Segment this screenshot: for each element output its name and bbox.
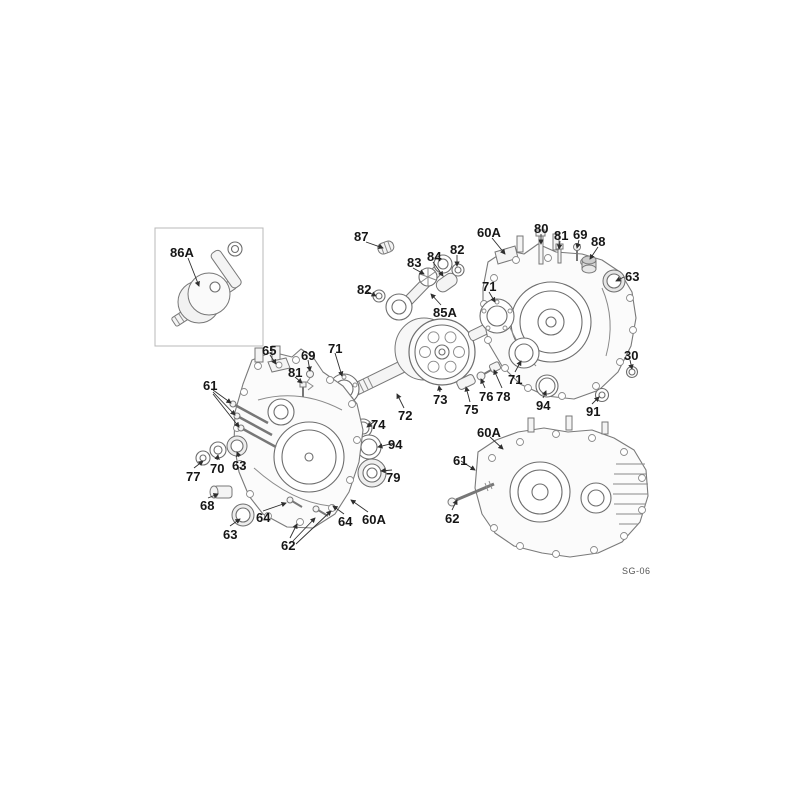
leader-line bbox=[514, 360, 522, 373]
leader-line bbox=[294, 376, 303, 384]
part-label-71-24: 71 bbox=[328, 341, 343, 356]
leader-line bbox=[212, 389, 232, 404]
part-label-69-22: 69 bbox=[301, 348, 316, 363]
crankcase-left-half bbox=[233, 345, 364, 529]
part-label-61-25: 61 bbox=[203, 378, 218, 393]
leader-line bbox=[214, 454, 220, 461]
crank-pin-84 bbox=[435, 272, 458, 293]
leader-line bbox=[491, 237, 506, 255]
part-label-88-11: 88 bbox=[591, 234, 606, 249]
leader-line bbox=[332, 505, 345, 515]
leader-line bbox=[556, 240, 563, 250]
leader-line bbox=[193, 460, 204, 469]
leader-line bbox=[628, 359, 634, 370]
leader-line bbox=[292, 517, 316, 542]
leader-line bbox=[262, 501, 287, 512]
screw-64-a bbox=[286, 496, 303, 508]
leader-line bbox=[493, 369, 503, 389]
part-label-82-5: 82 bbox=[450, 242, 465, 257]
part-label-77-31: 77 bbox=[186, 469, 201, 484]
crankshaft-and-primary-gear bbox=[351, 317, 502, 396]
part-label-73-27: 73 bbox=[433, 392, 448, 407]
part-label-94-16: 94 bbox=[536, 398, 551, 413]
leader-line bbox=[350, 499, 369, 513]
leader-line bbox=[432, 261, 444, 277]
part-label-76-18: 76 bbox=[479, 389, 494, 404]
part-label-75-17: 75 bbox=[464, 402, 479, 417]
part-label-81-9: 81 bbox=[554, 228, 569, 243]
leader-line bbox=[489, 436, 504, 450]
part-label-60a-7: 60A bbox=[477, 225, 501, 240]
part-label-86a-0: 86A bbox=[170, 245, 194, 260]
part-label-78-19: 78 bbox=[496, 389, 511, 404]
part-label-71-15: 71 bbox=[508, 372, 523, 387]
leader-line bbox=[488, 291, 496, 303]
part-label-63-33: 63 bbox=[232, 458, 247, 473]
leader-line bbox=[295, 510, 332, 545]
leader-line bbox=[366, 420, 376, 428]
part-label-83-3: 83 bbox=[407, 255, 422, 270]
crankcase-right-lower bbox=[447, 415, 649, 558]
leader-line bbox=[269, 354, 277, 365]
part-label-64-36: 64 bbox=[256, 510, 271, 525]
leader-line bbox=[460, 460, 476, 471]
part-label-68-34: 68 bbox=[200, 498, 215, 513]
part-label-94-29: 94 bbox=[388, 437, 403, 452]
part-label-81-23: 81 bbox=[288, 365, 303, 380]
part-label-80-8: 80 bbox=[534, 221, 549, 236]
part-label-72-26: 72 bbox=[398, 408, 413, 423]
leader-line bbox=[187, 257, 200, 287]
bolt-81-left bbox=[299, 381, 307, 397]
leader-line bbox=[365, 290, 377, 297]
part-label-64-38: 64 bbox=[338, 514, 353, 529]
part-label-60a-39: 60A bbox=[362, 512, 386, 527]
leader-line bbox=[430, 293, 442, 306]
leader-line bbox=[464, 386, 471, 403]
leader-line bbox=[229, 518, 241, 527]
part-label-71-13: 71 bbox=[482, 279, 497, 294]
part-label-79-30: 79 bbox=[386, 470, 401, 485]
part-label-30-14: 30 bbox=[624, 348, 639, 363]
diagram-code: SG-06 bbox=[622, 566, 651, 576]
inset-crankshaft-86a bbox=[154, 227, 264, 347]
leader-line bbox=[380, 467, 393, 474]
part-label-74-28: 74 bbox=[371, 417, 386, 432]
part-label-63-35: 63 bbox=[223, 527, 238, 542]
leader-line bbox=[377, 442, 395, 449]
leader-line bbox=[575, 239, 581, 249]
leader-line bbox=[412, 267, 425, 275]
part-label-65-21: 65 bbox=[262, 343, 277, 358]
leader-line bbox=[207, 493, 219, 499]
part-label-70-32: 70 bbox=[210, 461, 225, 476]
leader-line bbox=[480, 378, 486, 389]
part-label-84-4: 84 bbox=[427, 249, 442, 264]
part-label-62-37: 62 bbox=[281, 538, 296, 553]
part-label-69-10: 69 bbox=[573, 227, 588, 242]
leader-line bbox=[541, 390, 547, 399]
part-label-91-20: 91 bbox=[586, 404, 601, 419]
leader-line bbox=[589, 246, 599, 260]
part-label-60a-40: 60A bbox=[477, 425, 501, 440]
leader-line bbox=[396, 393, 405, 409]
leader-line bbox=[236, 451, 242, 458]
part-label-87-1: 87 bbox=[354, 229, 369, 244]
part-label-62-42: 62 bbox=[445, 511, 460, 526]
leader-line bbox=[591, 396, 600, 405]
part-label-63-12: 63 bbox=[625, 269, 640, 284]
leader-line bbox=[365, 241, 384, 250]
leader-line bbox=[615, 276, 625, 282]
leader-line bbox=[212, 391, 236, 416]
leader-line bbox=[289, 523, 298, 539]
part-label-61-41: 61 bbox=[453, 453, 468, 468]
leader-line bbox=[212, 393, 240, 428]
leader-line bbox=[437, 385, 443, 393]
part-label-85a-6: 85A bbox=[433, 305, 457, 320]
leader-line bbox=[306, 359, 312, 372]
leader-line bbox=[451, 499, 458, 511]
leader-line bbox=[334, 352, 344, 377]
part-label-82-2: 82 bbox=[357, 282, 372, 297]
